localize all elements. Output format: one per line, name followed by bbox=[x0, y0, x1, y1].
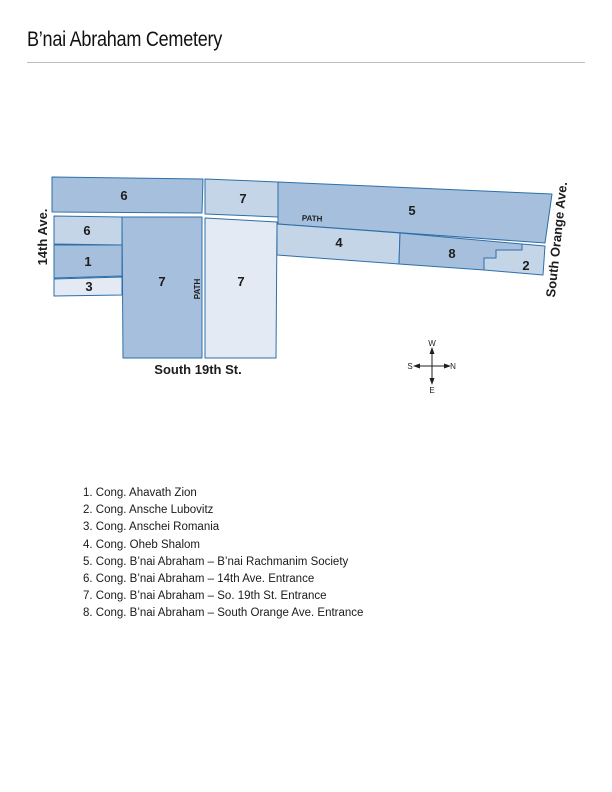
plot-7-light[interactable] bbox=[204, 217, 278, 359]
title-divider bbox=[27, 62, 585, 63]
page-title: B’nai Abraham Cemetery bbox=[27, 28, 223, 51]
path-label-horizontal: PATH bbox=[302, 214, 323, 224]
legend-item-5: 5. Cong. B’nai Abraham – B’nai Rachmanim… bbox=[83, 555, 349, 568]
legend-item-1: 1. Cong. Ahavath Zion bbox=[83, 487, 197, 499]
legend-item-8: 8. Cong. B’nai Abraham – South Orange Av… bbox=[83, 607, 364, 620]
legend-item-6: 6. Cong. B’nai Abraham – 14th Ave. Entra… bbox=[83, 573, 315, 586]
compass-label-south: S bbox=[407, 362, 412, 371]
path-label-vertical: PATH bbox=[193, 278, 202, 299]
street-label-14th-ave: 14th Ave. bbox=[35, 209, 50, 266]
compass-rose bbox=[413, 347, 451, 385]
plot-5[interactable] bbox=[277, 181, 553, 244]
street-label-south-19th-st: South 19th St. bbox=[154, 362, 241, 377]
cemetery-map: 6 6 1 3 7 7 7 5 4 8 2 PATH PATH 14th Ave… bbox=[35, 176, 570, 395]
plot-label-3: 3 bbox=[85, 279, 92, 294]
plot-6-top[interactable] bbox=[51, 176, 204, 214]
compass-label-west: W bbox=[428, 339, 436, 348]
plot-label-1: 1 bbox=[84, 254, 91, 269]
plot-label-7-top: 7 bbox=[239, 191, 246, 206]
plot-label-6-left: 6 bbox=[83, 223, 90, 238]
plot-3[interactable] bbox=[53, 276, 123, 297]
legend-item-7: 7. Cong. B’nai Abraham – So. 19th St. En… bbox=[83, 590, 327, 603]
compass-label-east: E bbox=[429, 386, 434, 395]
plot-label-4: 4 bbox=[335, 235, 343, 250]
plot-label-8: 8 bbox=[448, 246, 455, 261]
plot-7-dark[interactable] bbox=[121, 216, 203, 359]
legend-item-4: 4. Cong. Oheb Shalom bbox=[83, 538, 200, 551]
plot-label-2: 2 bbox=[522, 258, 529, 273]
legend-item-3: 3. Cong. Anschei Romania bbox=[83, 521, 220, 534]
plot-label-7-light: 7 bbox=[237, 274, 244, 289]
compass-label-north: N bbox=[450, 362, 456, 371]
legend-item-2: 2. Cong. Ansche Lubovitz bbox=[83, 504, 214, 517]
plot-legend: 1. Cong. Ahavath Zion 2. Cong. Ansche Lu… bbox=[83, 485, 363, 623]
plot-label-6-top: 6 bbox=[120, 188, 127, 203]
plot-label-5: 5 bbox=[408, 203, 415, 218]
plot-label-7-dark: 7 bbox=[158, 274, 165, 289]
plot-2[interactable] bbox=[483, 243, 546, 276]
